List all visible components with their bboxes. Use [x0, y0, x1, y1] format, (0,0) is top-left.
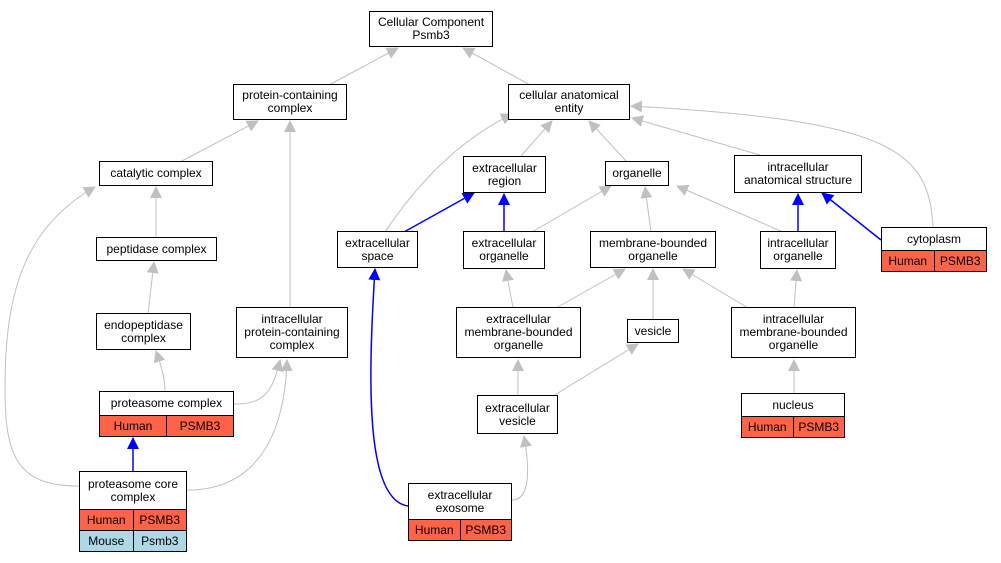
node-intracellular-organelle[interactable]: intracellular organelle [760, 231, 836, 269]
node-extracellular-vesicle[interactable]: extracellular vesicle [477, 395, 558, 434]
node-endopeptidase-complex[interactable]: endopeptidase complex [96, 313, 191, 350]
node-peptidase-complex[interactable]: peptidase complex [96, 237, 217, 261]
edge-extracellular-organelle-to-organelle [531, 185, 612, 233]
node-vesicle[interactable]: vesicle [627, 319, 679, 343]
node-label: extracellular membrane-bounded organelle [464, 312, 573, 352]
node-label: nucleus [772, 397, 814, 412]
node-membrane-bounded-organelle[interactable]: membrane-bounded organelle [590, 231, 716, 268]
edge-anatomical-entity-to-root [462, 47, 533, 87]
node-extracellular-region[interactable]: extracellular region [463, 156, 546, 193]
mouse-annotation-row[interactable]: Mouse Psmb3 [80, 530, 186, 551]
edge-catalytic-to-protein-complex [179, 120, 259, 163]
node-label: proteasome complex [110, 396, 223, 410]
node-organelle[interactable]: organelle [605, 161, 669, 186]
node-label: intracellular membrane-bounded organelle [739, 312, 848, 352]
human-annotation-row[interactable]: Human PSMB3 [100, 415, 233, 436]
node-cellular-anatomical-entity[interactable]: cellular anatomical entity [508, 84, 630, 120]
gene-cell[interactable]: Psmb3 [132, 531, 186, 551]
edge-proteasome-to-endopeptidase [153, 350, 166, 393]
node-intracellular-protein-containing-complex[interactable]: intracellular protein-containing complex [236, 307, 348, 358]
gene-cell[interactable]: PSMB3 [933, 251, 986, 271]
node-label: peptidase complex [106, 241, 207, 256]
node-extracellular-membrane-bounded-organelle[interactable]: extracellular membrane-bounded organelle [456, 307, 581, 358]
species-cell[interactable]: Human [80, 510, 133, 530]
human-annotation-row[interactable]: Human PSMB3 [882, 250, 986, 271]
edge-ext-mb-organelle-to-extracellular-organelle [502, 269, 514, 309]
human-annotation-row[interactable]: Human PSMB3 [742, 416, 844, 437]
node-label: vesicle [634, 323, 672, 338]
node-label: Cellular Component Psmb3 [377, 15, 485, 42]
edge-ext-mb-organelle-to-membrane-bounded [555, 268, 626, 309]
edge-proteasome-to-intracellular-complex [233, 359, 284, 405]
species-cell[interactable]: Human [742, 417, 793, 437]
edge-extracellular-space-part-of-region [403, 192, 475, 233]
node-label: membrane-bounded organelle [598, 235, 708, 263]
edge-exosome-to-extracellular-vesicle [511, 435, 532, 501]
edge-extracellular-region-to-entity [519, 120, 553, 158]
node-intracellular-anatomical-structure[interactable]: intracellular anatomical structure [734, 155, 862, 193]
edge-cytoplasm-part-of-structure [821, 192, 882, 241]
node-protein-containing-complex[interactable]: protein-containing complex [233, 84, 347, 120]
edge-core-to-intracellular-complex [186, 359, 293, 491]
node-cytoplasm[interactable]: cytoplasm Human PSMB3 [881, 227, 987, 272]
node-label: intracellular protein-containing complex [244, 312, 340, 352]
node-extracellular-organelle[interactable]: extracellular organelle [463, 231, 545, 269]
node-label: endopeptidase complex [104, 317, 183, 345]
edge-membrane-bounded-to-organelle [640, 186, 653, 233]
node-label: extracellular exosome [427, 487, 493, 515]
edge-core-to-catalytic [4, 186, 96, 487]
node-cellular-component-root[interactable]: Cellular Component Psmb3 [369, 11, 493, 47]
edge-extracellular-space-to-entity [384, 113, 513, 233]
edge-int-mb-organelle-to-membrane-bounded [682, 268, 749, 309]
node-label: intracellular anatomical structure [743, 160, 853, 187]
edge-int-mb-organelle-to-intracellular-organelle [790, 269, 803, 309]
edge-intracellular-organelle-to-organelle [676, 184, 784, 233]
node-proteasome-complex[interactable]: proteasome complex Human PSMB3 [99, 391, 234, 437]
human-annotation-row[interactable]: Human PSMB3 [409, 519, 511, 540]
node-label: extracellular vesicle [485, 400, 550, 428]
species-cell[interactable]: Human [100, 416, 166, 436]
edge-cytoplasm-to-entity [630, 100, 934, 229]
edge-intracellular-structure-to-entity [631, 115, 761, 156]
node-label: extracellular region [472, 160, 537, 188]
node-label: cellular anatomical entity [519, 88, 619, 115]
node-label: extracellular organelle [471, 236, 537, 263]
human-annotation-row[interactable]: Human PSMB3 [80, 509, 186, 530]
node-label: cytoplasm [906, 231, 962, 246]
node-proteasome-core-complex[interactable]: proteasome core complex Human PSMB3 Mous… [79, 471, 187, 552]
edge-endopeptidase-to-peptidase [146, 261, 159, 315]
node-label: organelle [612, 166, 662, 180]
node-extracellular-exosome[interactable]: extracellular exosome Human PSMB3 [408, 483, 512, 541]
node-extracellular-space[interactable]: extracellular space [337, 231, 418, 268]
gene-cell[interactable]: PSMB3 [166, 416, 233, 436]
edge-organelle-to-entity [588, 120, 628, 163]
edge-exosome-part-of-extracellular-space [368, 268, 409, 507]
gene-cell[interactable]: PSMB3 [132, 510, 186, 530]
species-cell[interactable]: Human [409, 520, 460, 540]
node-label: proteasome core complex [87, 476, 179, 504]
node-catalytic-complex[interactable]: catalytic complex [99, 161, 213, 186]
node-label: extracellular space [345, 235, 410, 263]
edge-extracellular-vesicle-to-vesicle [552, 343, 639, 397]
species-cell[interactable]: Mouse [80, 531, 133, 551]
node-label: intracellular organelle [767, 236, 829, 263]
gene-cell[interactable]: PSMB3 [792, 417, 844, 437]
node-intracellular-membrane-bounded-organelle[interactable]: intracellular membrane-bounded organelle [731, 307, 856, 358]
gene-cell[interactable]: PSMB3 [459, 520, 511, 540]
node-label: protein-containing complex [242, 88, 338, 115]
species-cell[interactable]: Human [882, 251, 934, 271]
node-label: catalytic complex [110, 166, 202, 180]
node-nucleus[interactable]: nucleus Human PSMB3 [741, 393, 845, 438]
edge-protein-complex-to-root [326, 47, 399, 87]
